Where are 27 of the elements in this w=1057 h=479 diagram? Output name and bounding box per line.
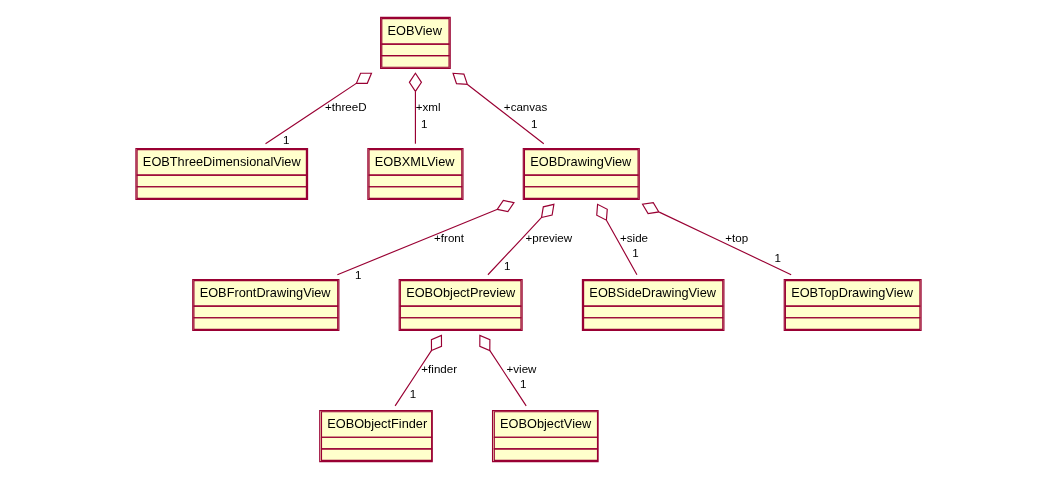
connector xyxy=(264,72,373,145)
edge-label: +top xyxy=(725,232,749,245)
label: 1 xyxy=(421,117,428,130)
connector xyxy=(479,334,527,407)
connector xyxy=(408,72,423,145)
edge-label: +view xyxy=(506,363,537,376)
connector xyxy=(641,202,792,276)
edge-label: +threeD xyxy=(325,101,367,114)
connector xyxy=(452,72,545,145)
edge-label: +xml xyxy=(415,101,441,114)
label: 1 xyxy=(519,378,527,391)
edge-label: +finder xyxy=(421,363,458,376)
label: 1 xyxy=(632,246,639,259)
connector xyxy=(336,199,515,276)
connector xyxy=(596,203,638,276)
label: 1 xyxy=(774,251,782,264)
edge-label: +preview xyxy=(525,232,573,245)
label: 1 xyxy=(355,268,362,281)
label: 1 xyxy=(531,118,538,131)
label: 1 xyxy=(409,387,417,400)
label: 1 xyxy=(282,133,290,146)
label: 1 xyxy=(504,259,511,272)
edge-label: +front xyxy=(434,232,465,245)
edge-label: +side xyxy=(620,232,649,245)
connector xyxy=(487,203,555,276)
connector xyxy=(394,334,443,407)
edge-label: +canvas xyxy=(503,101,548,114)
